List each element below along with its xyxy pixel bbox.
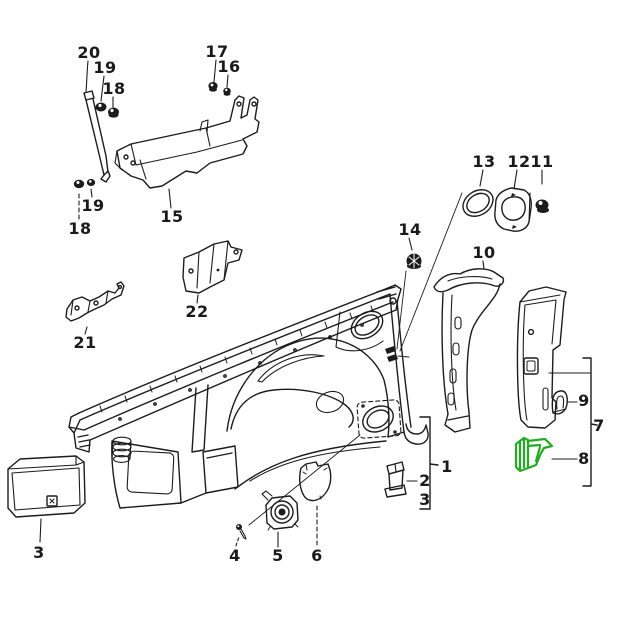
- part-4-screw: [236, 524, 247, 540]
- part-label-11[interactable]: 11: [530, 152, 554, 171]
- part-label-14[interactable]: 14: [398, 220, 422, 239]
- part-label-13[interactable]: 13: [472, 152, 496, 171]
- part-label-16[interactable]: 16: [217, 57, 241, 76]
- part-11-nut: [535, 199, 549, 213]
- part-3-box-panel: [7, 455, 86, 518]
- part-label-5[interactable]: 5: [272, 546, 284, 565]
- part-5-grommet-retainer: [261, 490, 299, 531]
- nut-16: [223, 87, 231, 96]
- part-20-rod: [83, 90, 111, 183]
- part-label-8[interactable]: 8: [578, 449, 590, 468]
- part-label-19[interactable]: 19: [93, 58, 117, 77]
- part-label-12[interactable]: 12: [507, 152, 531, 171]
- nut-19-bottom: [86, 178, 96, 187]
- part-6-cover-plate: [298, 461, 332, 502]
- part-7-panel: [516, 286, 567, 429]
- part-label-7[interactable]: 7: [593, 416, 605, 435]
- leader-lines: [39, 59, 578, 548]
- part-label-1[interactable]: 1: [441, 457, 453, 476]
- part-label-20[interactable]: 20: [77, 43, 101, 62]
- assembly-bracket-1: [419, 416, 439, 510]
- nut-18-top: [108, 107, 119, 118]
- part-10-pillar-panel: [433, 268, 505, 433]
- part-22-bracket: [182, 240, 243, 294]
- nut-17: [208, 82, 218, 92]
- part-8-highlighted-bracket[interactable]: [514, 436, 554, 473]
- part-label-22[interactable]: 22: [185, 302, 209, 321]
- part-1-fender-panel: [68, 284, 429, 509]
- part-label-3[interactable]: 3: [33, 543, 45, 562]
- nut-19-top: [95, 102, 107, 112]
- part-label-17[interactable]: 17: [205, 42, 229, 61]
- part-13-gasket-ring: [462, 189, 494, 217]
- part-label-15[interactable]: 15: [160, 207, 184, 226]
- part-label-18[interactable]: 18: [102, 79, 126, 98]
- part-label-2[interactable]: 2: [419, 471, 431, 490]
- part-21-bracket: [65, 281, 125, 322]
- part-label-21[interactable]: 21: [73, 333, 97, 352]
- part-label-6[interactable]: 6: [311, 546, 323, 565]
- part-label-3[interactable]: 3: [419, 490, 431, 509]
- part-15-bracket: [114, 95, 260, 189]
- part-label-18[interactable]: 18: [68, 219, 92, 238]
- part-14-nut: [406, 253, 422, 269]
- part-12-retaining-plate: [494, 187, 532, 232]
- part-9-clip: [551, 390, 568, 415]
- assembly-bracket-7: [548, 357, 598, 487]
- part-label-19[interactable]: 19: [81, 196, 105, 215]
- part-2-bracket: [384, 461, 407, 498]
- part-label-4[interactable]: 4: [229, 546, 241, 565]
- nut-18-bottom: [73, 179, 85, 189]
- part-label-10[interactable]: 10: [472, 243, 496, 262]
- part-label-9[interactable]: 9: [578, 391, 590, 410]
